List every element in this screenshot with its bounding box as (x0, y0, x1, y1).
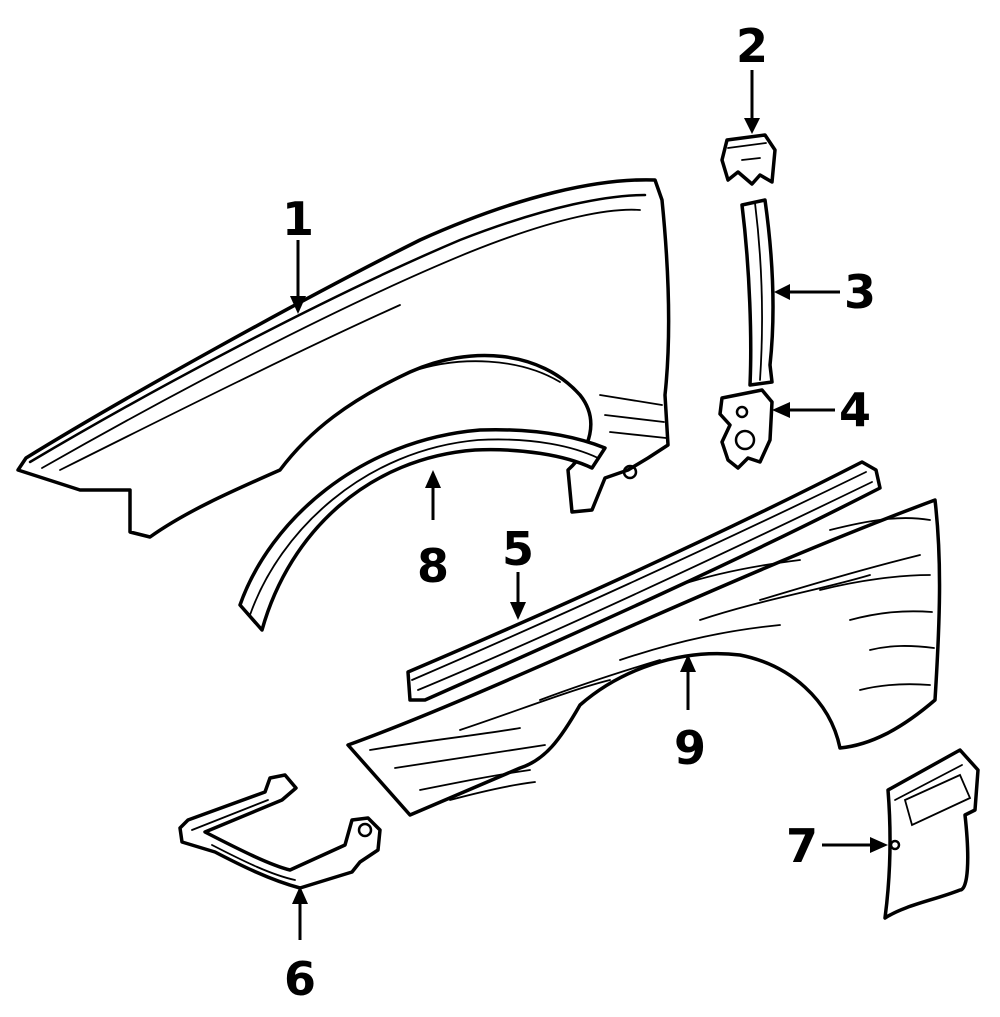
callout-4: 4 (839, 383, 871, 437)
part-2-clip (720, 133, 777, 186)
callout-5: 5 (502, 522, 534, 576)
leaders (290, 70, 888, 940)
callout-labels: 1 2 3 4 5 6 7 8 9 (282, 19, 876, 1006)
part-3-vertical-moulding (740, 198, 775, 387)
callout-2: 2 (736, 19, 768, 73)
part-9-fender-liner (346, 498, 942, 817)
callout-1: 1 (282, 192, 314, 246)
callout-3: 3 (844, 265, 876, 319)
part-6-splash-guard (178, 773, 382, 890)
part-8-wheel-opening-moulding (238, 427, 607, 632)
callout-9: 9 (674, 721, 706, 775)
callout-8: 8 (417, 539, 449, 593)
part-7-mud-flap (883, 748, 980, 920)
part-1-fender (16, 178, 671, 539)
part-5-side-moulding (406, 460, 882, 702)
callout-6: 6 (284, 952, 316, 1006)
part-4-bracket (718, 388, 774, 470)
callout-7: 7 (786, 819, 818, 873)
